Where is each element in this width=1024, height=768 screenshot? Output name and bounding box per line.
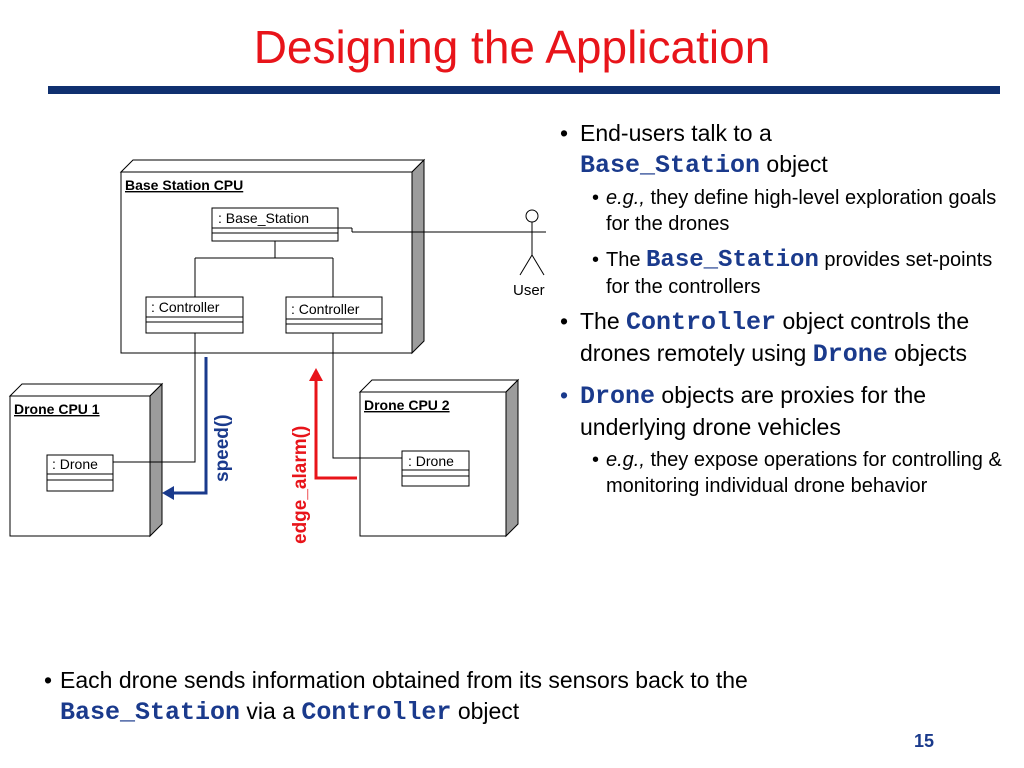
code-base-station: Base_Station bbox=[646, 247, 819, 274]
edge-alarm-call-label: edge_alarm() bbox=[290, 426, 311, 544]
emphasis-eg: e.g., bbox=[606, 449, 645, 471]
bullet-dot: • bbox=[560, 382, 569, 408]
bullet-text: objects are proxies for the underlying d… bbox=[580, 382, 927, 440]
base-station-cpu-label: Base Station CPU bbox=[125, 177, 243, 193]
code-base-station: Base_Station bbox=[580, 151, 761, 180]
speed-arrow: speed() bbox=[162, 357, 233, 500]
bullet-controller: • The Controller object controls the dro… bbox=[560, 306, 1020, 370]
bullet-text: objects bbox=[887, 340, 967, 366]
connector-controller-drone-2 bbox=[332, 333, 402, 459]
base-station-object-label: : Base_Station bbox=[218, 210, 309, 226]
slide-title: Designing the Application bbox=[253, 21, 771, 73]
bullet-text: they define high-level exploration goals… bbox=[606, 187, 997, 235]
drone-object-1: : Drone bbox=[46, 454, 114, 492]
bullet-dot: • bbox=[592, 449, 600, 471]
bullet-text: object bbox=[760, 151, 828, 177]
code-controller: Controller bbox=[626, 308, 777, 337]
controller-2-label: : Controller bbox=[291, 301, 360, 317]
speed-call-label: speed() bbox=[212, 414, 233, 482]
bullet-text: Each drone sends information obtained fr… bbox=[60, 667, 748, 693]
drone-cpu-2-label: Drone CPU 2 bbox=[364, 397, 450, 413]
controller-object-2: : Controller bbox=[285, 296, 383, 334]
sub-bullet-goals: • e.g., they define high-level explorati… bbox=[592, 185, 1020, 237]
code-base-station: Base_Station bbox=[60, 698, 241, 727]
bullet-drone-proxies: • Drone objects are proxies for the unde… bbox=[560, 380, 1020, 443]
bullet-dot: • bbox=[592, 249, 600, 271]
drone-object-2: : Drone bbox=[401, 450, 470, 487]
user-actor: User bbox=[338, 209, 546, 299]
page-number: 15 bbox=[914, 731, 935, 751]
edge-alarm-arrow: edge_alarm() bbox=[290, 368, 357, 544]
code-controller: Controller bbox=[301, 698, 452, 727]
connector-controller-drone-1 bbox=[113, 333, 196, 463]
drone-2-label: : Drone bbox=[408, 453, 454, 469]
code-drone: Drone bbox=[812, 340, 888, 369]
bullet-list: • End-users talk to a Base_Station objec… bbox=[560, 118, 1020, 505]
emphasis-eg: e.g., bbox=[606, 187, 645, 209]
title-rule bbox=[48, 86, 1000, 94]
drone-cpu-2-node: Drone CPU 2 bbox=[358, 378, 520, 538]
bullet-text: End-users talk to a bbox=[580, 120, 772, 146]
user-label: User bbox=[513, 282, 545, 299]
controller-1-label: : Controller bbox=[151, 299, 220, 315]
base-station-object: : Base_Station bbox=[211, 207, 339, 242]
bullet-dot: • bbox=[592, 187, 600, 209]
drone-1-label: : Drone bbox=[52, 456, 98, 472]
bullet-dot: • bbox=[560, 120, 569, 146]
bullet-text: object controls the drones remotely usin… bbox=[580, 308, 970, 366]
code-drone: Drone bbox=[580, 382, 656, 411]
bullet-text: they expose operations for controlling &… bbox=[606, 449, 1002, 497]
bullet-end-users: • End-users talk to a Base_Station objec… bbox=[560, 118, 1020, 181]
bullet-text: provides set-points for the controllers bbox=[606, 249, 993, 298]
bullet-text: object bbox=[451, 698, 520, 724]
sub-bullet-operations: • e.g., they expose operations for contr… bbox=[592, 447, 1020, 499]
bullet-text: The bbox=[580, 308, 627, 334]
bullet-text: The bbox=[606, 249, 647, 271]
controller-object-1: : Controller bbox=[145, 296, 244, 334]
bullet-dot: • bbox=[44, 667, 53, 693]
bullet-text: via a bbox=[240, 698, 302, 724]
bullet-bottom: • Each drone sends information obtained … bbox=[44, 665, 960, 728]
bullet-dot: • bbox=[560, 308, 569, 334]
drone-cpu-1-label: Drone CPU 1 bbox=[14, 401, 100, 417]
sub-bullet-setpoints: • The Base_Station provides set-points f… bbox=[592, 247, 1020, 300]
